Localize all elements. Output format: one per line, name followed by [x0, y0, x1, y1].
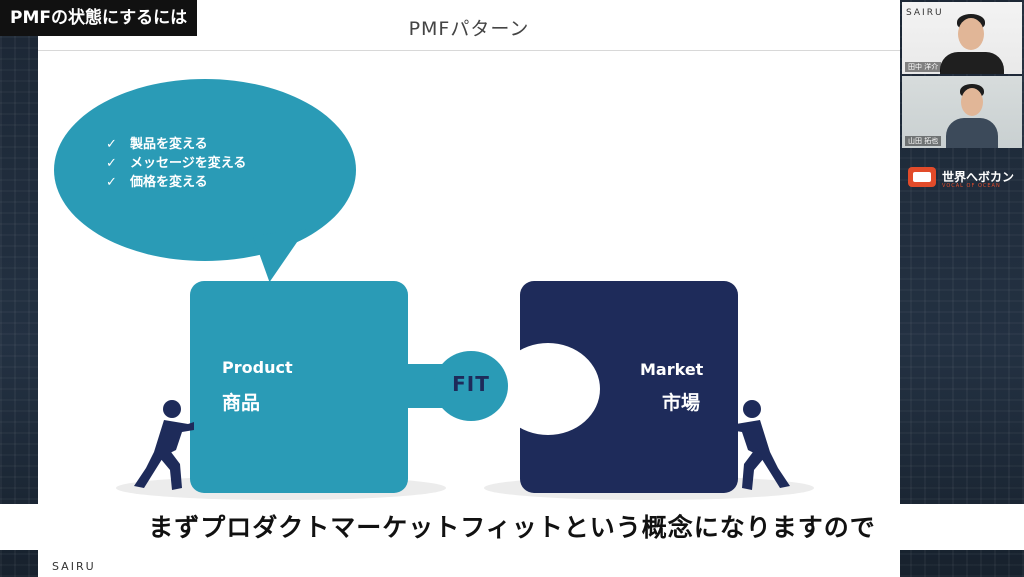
- brand-subtitle: VOCAL OF OCEAN: [942, 183, 1001, 189]
- subtitle-text: まずプロダクトマーケットフィットという概念になりますので: [148, 513, 876, 542]
- person-pushing-icon: [730, 400, 790, 490]
- fit-label: FIT: [452, 372, 490, 396]
- person-head: [958, 18, 984, 50]
- person-pushing-icon: [134, 400, 194, 490]
- product-puzzle-block: [190, 281, 408, 493]
- market-puzzle-notch: [496, 343, 600, 435]
- check-icon: ✓: [106, 175, 117, 190]
- check-icon: ✓: [106, 137, 117, 152]
- brand-logo-icon: [908, 167, 936, 187]
- check-icon: ✓: [106, 156, 117, 171]
- fit-puzzle-knob: [434, 351, 508, 421]
- product-label-ja: 商品: [222, 392, 261, 414]
- presentation-slide: PMFパターン ✓製品を変える ✓メッセージを変える ✓価格を変える FIT P…: [38, 0, 900, 577]
- speech-bubble: [54, 79, 356, 261]
- subtitle-bar: [0, 504, 1024, 550]
- speech-bubble-tail: [252, 228, 314, 284]
- market-label-en: Market: [640, 360, 704, 379]
- title-divider: [38, 50, 900, 51]
- webcam-feed-1: SAIRU 田中 洋介: [902, 2, 1022, 74]
- webcam-label: SAIRU: [906, 8, 944, 18]
- change-options-list: ✓製品を変える ✓メッセージを変える ✓価格を変える: [106, 135, 246, 192]
- product-label-en: Product: [222, 358, 293, 377]
- person-torso: [946, 118, 998, 148]
- slide-footer-brand: SAIRU: [52, 560, 96, 573]
- webcam-feed-2: 山田 拓也: [902, 76, 1022, 148]
- corner-caption: PMFの状態にするには: [0, 0, 198, 36]
- brand-name: 世界へボカン: [942, 170, 1015, 184]
- sponsor-brand: 世界へボカン: [908, 167, 1014, 187]
- market-label-ja: 市場: [662, 392, 701, 414]
- person-head: [961, 88, 983, 116]
- person-torso: [940, 52, 1004, 74]
- slide-title: PMFパターン: [408, 18, 530, 40]
- list-item: ✓メッセージを変える: [106, 156, 247, 171]
- webcam-nameplate: 山田 拓也: [905, 136, 942, 146]
- list-item: ✓価格を変える: [106, 175, 208, 190]
- webcam-nameplate: 田中 洋介: [905, 62, 942, 72]
- list-item: ✓製品を変える: [106, 137, 208, 152]
